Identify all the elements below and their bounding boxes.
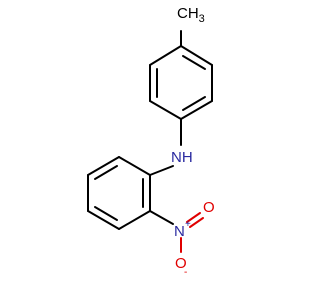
molecule-diagram: CH3 NH N + O O -	[87, 5, 215, 278]
methyl-text: CH	[177, 5, 199, 22]
bond	[87, 210, 120, 230]
double-bond-n-o	[189, 217, 204, 228]
bond	[180, 100, 213, 120]
top-ring	[149, 45, 213, 120]
double-bond-inner	[94, 165, 118, 180]
bond	[118, 156, 151, 176]
double-bond-inner	[182, 96, 206, 111]
bond-nh-to-ring	[149, 165, 174, 176]
methyl-label: CH3	[177, 5, 205, 25]
nitro-o-bottom-charge: -	[184, 267, 187, 278]
double-bond-inner	[94, 206, 118, 221]
bond	[180, 45, 213, 66]
nitro-n-label: N	[174, 223, 185, 240]
bond-ring-to-nitro	[149, 210, 174, 225]
nitro-o-bottom-label: O	[175, 255, 187, 272]
bond	[149, 45, 182, 66]
bottom-ring	[87, 156, 151, 230]
amine-nh-label: NH	[171, 149, 193, 166]
nitro-n-charge: +	[185, 219, 191, 230]
double-bond-n-o	[186, 212, 201, 223]
nitro-o-top-label: O	[203, 199, 215, 216]
bond	[118, 210, 151, 230]
bond	[87, 156, 120, 176]
bond	[149, 100, 182, 120]
methyl-subscript: 3	[199, 13, 205, 25]
structure-canvas: CH3 NH N + O O -	[87, 5, 215, 278]
double-bond-inner	[182, 55, 206, 70]
